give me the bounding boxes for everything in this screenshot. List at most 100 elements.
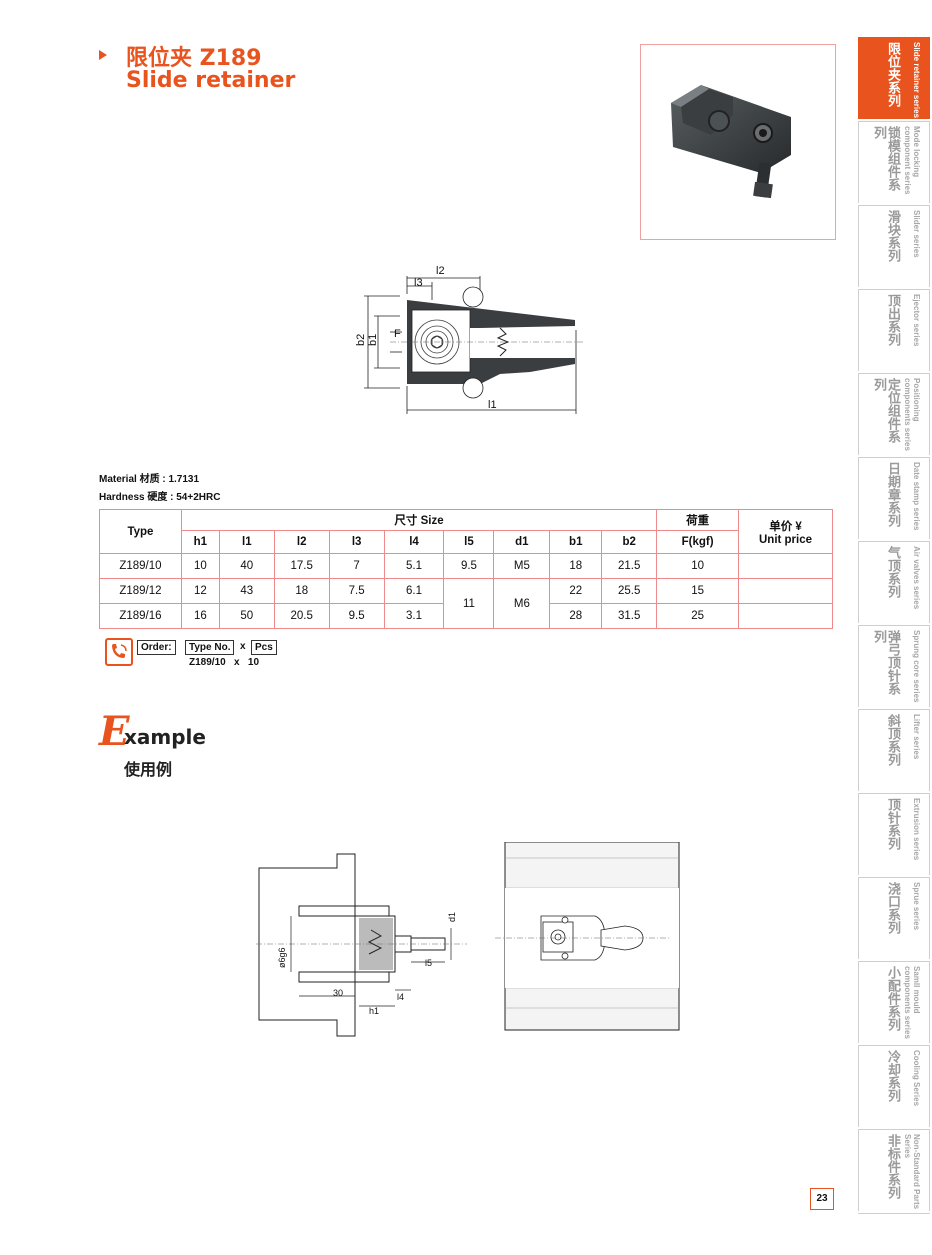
sidenav-item-label-cn: 滑块系列 (885, 210, 900, 262)
col-l4: l4 (383, 530, 445, 554)
sidenav-item-label-en: Slide retainer series (912, 42, 921, 119)
cell-h1: 16 (180, 603, 220, 629)
sidenav-item-label-cn: 浇口系列 (885, 882, 900, 934)
sidenav-item-label-en: Ejector series (912, 294, 921, 347)
cell-l1: 40 (218, 553, 275, 579)
sidenav-bottom-border (858, 1213, 930, 1214)
sidenav-item-label-cn: 非标件系列 (885, 1134, 900, 1199)
cell-f: 10 (656, 553, 740, 579)
dim-b2: b2 (355, 334, 367, 346)
sidenav-item-label-cn: 气顶系列 (885, 546, 900, 598)
col-d1: d1 (493, 530, 551, 554)
table-row: Z189/16 16 50 20.5 9.5 3.1 28 31.5 25 (99, 603, 833, 629)
dim-l1: l1 (488, 399, 497, 411)
example-dim-phi: ø6g6 (277, 947, 287, 968)
sidenav-item-slide-retainer[interactable]: 限位夹系列 Slide retainer series (858, 37, 930, 119)
cell-d1-merged: M6 (493, 578, 551, 629)
cell-l2: 17.5 (273, 553, 330, 579)
sidenav-item-extrusion[interactable]: 顶针系列 Extrusion series (858, 793, 930, 875)
cell-price (738, 603, 833, 629)
page-number: 23 (810, 1188, 834, 1210)
page-title-en: Slide retainer (126, 68, 296, 93)
example-initial: E (99, 708, 130, 755)
cell-type: Z189/12 (99, 578, 182, 604)
sidenav-item-label-en: Positioning components series (903, 378, 921, 451)
phone-order-icon (105, 638, 133, 666)
sidenav-item-slider[interactable]: 滑块系列 Slider series (858, 205, 930, 287)
cell-type: Z189/10 (99, 553, 182, 579)
table-row: Z189/12 12 43 18 7.5 6.1 11 M6 22 25.5 1… (99, 578, 833, 629)
cell-price (738, 578, 833, 604)
col-b2: b2 (601, 530, 658, 554)
sidenav-item-label-en: Lifter series (912, 714, 921, 760)
example-drawing-top (495, 842, 680, 1031)
sidenav-item-label-en: Sprung core series (912, 630, 921, 703)
sidenav-item-label-en: Air valves series (912, 546, 921, 610)
sidenav-item-label-en: Cooling Series (912, 1050, 921, 1107)
col-F: F(kgf) (656, 530, 740, 554)
cell-f: 25 (656, 603, 740, 629)
cell-b2: 25.5 (601, 578, 658, 604)
dim-b1: b1 (367, 334, 379, 346)
col-l5: l5 (443, 530, 495, 554)
cell-l1: 50 (218, 603, 275, 629)
sidenav-item-ejector[interactable]: 顶出系列 Ejector series (858, 289, 930, 371)
example-drawing-section: 30 h1 l4 l5 d1 ø6g6 (255, 853, 467, 1037)
sidenav-item-label-cn: 顶出系列 (885, 294, 900, 346)
sidenav-item-label-cn: 锁模组件系列 (871, 126, 900, 191)
example-dim-l4: l4 (397, 992, 404, 1002)
cell-h1: 10 (180, 553, 220, 579)
sidenav-item-label-en: Mode locking component series (903, 126, 921, 195)
type-header: Type (99, 509, 182, 554)
example-dim-d1: d1 (447, 912, 457, 922)
sidenav-item-sprung-core[interactable]: 弹弓顶针系列 Sprung core series (858, 625, 930, 707)
sidenav-item-label-en: Sprue series (912, 882, 921, 931)
product-photo (640, 44, 836, 240)
cell-b2: 31.5 (601, 603, 658, 629)
sidenav-item-label-cn: 顶针系列 (885, 798, 900, 850)
order-x: x (240, 641, 246, 652)
dim-F: F (394, 328, 401, 340)
example-dim-h1: h1 (369, 1006, 379, 1016)
sidenav-item-positioning[interactable]: 定位组件系列 Positioning components series (858, 373, 930, 455)
sidenav-item-label-cn: 限位夹系列 (885, 42, 900, 107)
spec-table: Type 尺寸 Size 荷重 单价 ¥ Unit price h1 l1 l2… (99, 509, 833, 629)
sidenav-item-label-cn: 定位组件系列 (871, 378, 900, 443)
weight-header: 荷重 (656, 509, 740, 531)
cell-l5-merged: 11 (443, 578, 495, 629)
col-h1: h1 (180, 530, 220, 554)
sidenav-item-sprue[interactable]: 浇口系列 Sprue series (858, 877, 930, 959)
example-title-cn: 使用例 (124, 760, 173, 779)
cell-f: 15 (656, 578, 740, 604)
hardness-line: Hardness 硬度 : 54+2HRC (99, 492, 221, 503)
pcs-label: Pcs (251, 640, 277, 655)
example-dim-30: 30 (333, 988, 343, 998)
sidenav-item-non-standard[interactable]: 非标件系列 Non-Standard Parts Series (858, 1129, 930, 1211)
cell-price (738, 553, 833, 579)
cell-l3: 7.5 (328, 578, 385, 604)
dim-l3: l3 (414, 277, 423, 289)
cell-b1: 18 (549, 553, 603, 579)
sidenav-item-cooling[interactable]: 冷却系列 Cooling Series (858, 1045, 930, 1127)
title-arrow-icon (99, 50, 107, 60)
dim-l2: l2 (436, 265, 445, 277)
sidenav-item-label-cn: 日期章系列 (885, 462, 900, 527)
col-b1: b1 (549, 530, 603, 554)
col-l2: l2 (273, 530, 330, 554)
sidenav-item-small-components[interactable]: 小配件系列 Samll mould components series (858, 961, 930, 1043)
sidenav-item-label-en: Non-Standard Parts Series (903, 1134, 921, 1210)
cell-b2: 21.5 (601, 553, 658, 579)
sidenav-item-lifter[interactable]: 斜顶系列 Lifter series (858, 709, 930, 791)
sidenav-item-label-en: Extrusion series (912, 798, 921, 861)
cell-l4: 6.1 (383, 578, 445, 604)
size-header: 尺寸 Size (180, 509, 658, 531)
sidenav-item-mode-locking[interactable]: 锁模组件系列 Mode locking component series (858, 121, 930, 203)
sidenav-item-label-cn: 冷却系列 (885, 1050, 900, 1102)
cell-l2: 20.5 (273, 603, 330, 629)
sidenav-item-date-stamp[interactable]: 日期章系列 Date stamp series (858, 457, 930, 539)
page-title-cn: 限位夹 Z189 (126, 46, 262, 71)
cell-b1: 22 (549, 578, 603, 604)
sidenav-item-air-valves[interactable]: 气顶系列 Air valves series (858, 541, 930, 623)
price-header-cn: 单价 ¥ (769, 520, 802, 533)
price-header: 单价 ¥ Unit price (738, 509, 833, 554)
